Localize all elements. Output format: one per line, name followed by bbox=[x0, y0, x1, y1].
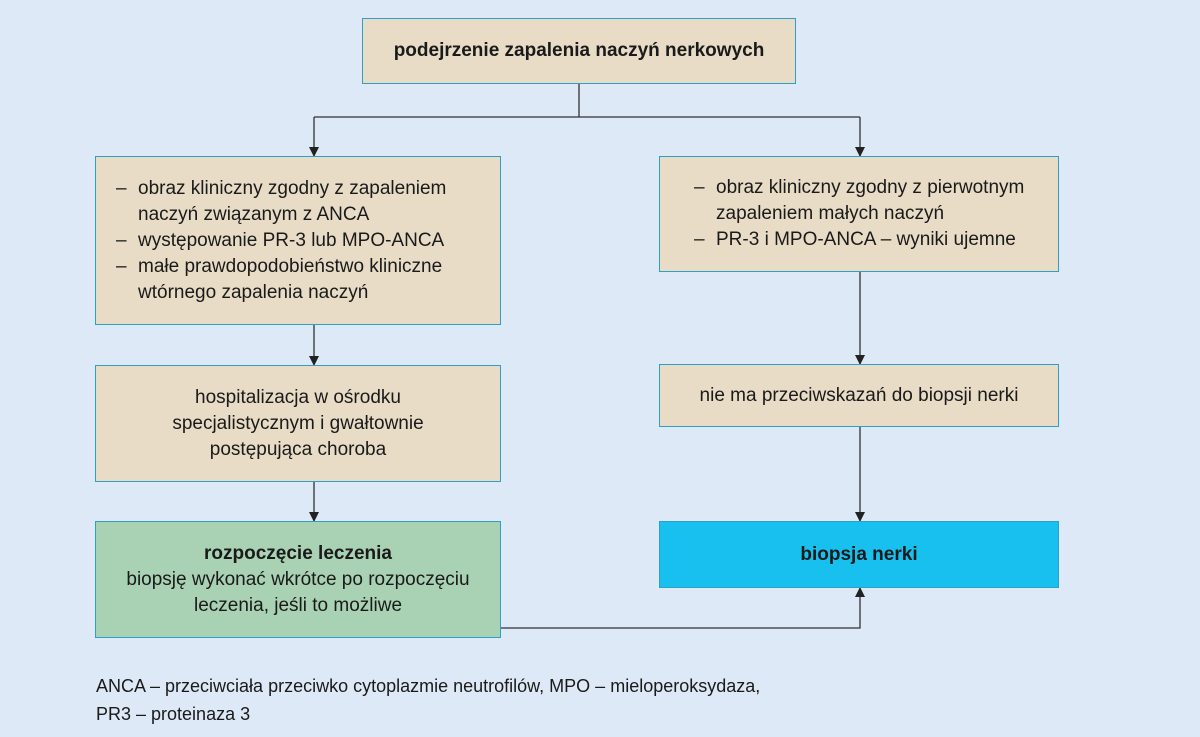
left-criterion-1: obraz kliniczny zgodny z zapaleniem nacz… bbox=[110, 176, 480, 228]
left-criterion-2: występowanie PR-3 lub MPO-ANCA bbox=[110, 228, 480, 254]
right-criterion-2: PR-3 i MPO-ANCA – wyniki ujemne bbox=[688, 227, 1028, 253]
edge-treatment-to-biopsy bbox=[501, 587, 865, 629]
node-left-criteria: obraz kliniczny zgodny z zapaleniem nacz… bbox=[95, 156, 501, 325]
node-suspicion-label: podejrzenie zapalenia naczyń nerkowych bbox=[393, 40, 765, 61]
node-hospitalization: hospitalizacja w ośrodku specjalistyczny… bbox=[95, 365, 501, 482]
node-suspicion: podejrzenie zapalenia naczyń nerkowych bbox=[362, 18, 796, 84]
node-hospitalization-label: hospitalizacja w ośrodku specjalistyczny… bbox=[172, 386, 424, 460]
node-start-treatment-title: rozpoczęcie leczenia bbox=[204, 542, 392, 564]
node-no-contraindications-label: nie ma przeciwskazań do biopsji nerki bbox=[699, 384, 1019, 406]
legend-line-2: PR3 – proteinaza 3 bbox=[96, 704, 251, 724]
node-start-treatment-text: biopsję wykonać wkrótce po rozpoczęciu l… bbox=[126, 568, 470, 616]
right-criteria-list: obraz kliniczny zgodny z pierwotnym zapa… bbox=[688, 175, 1028, 253]
left-criteria-list: obraz kliniczny zgodny z zapaleniem nacz… bbox=[110, 176, 480, 306]
node-biopsy-label: biopsja nerki bbox=[800, 543, 918, 565]
node-biopsy: biopsja nerki bbox=[659, 521, 1059, 588]
right-criterion-1: obraz kliniczny zgodny z pierwotnym zapa… bbox=[688, 175, 1028, 227]
node-start-treatment: rozpoczęcie leczenia biopsję wykonać wkr… bbox=[95, 521, 501, 638]
left-criterion-3: małe prawdopodobieństwo kliniczne wtórne… bbox=[110, 254, 480, 306]
legend: ANCA – przeciwciała przeciwko cytoplazmi… bbox=[96, 672, 760, 728]
node-right-criteria: obraz kliniczny zgodny z pierwotnym zapa… bbox=[659, 156, 1059, 272]
legend-line-1: ANCA – przeciwciała przeciwko cytoplazmi… bbox=[96, 676, 761, 696]
node-no-contraindications: nie ma przeciwskazań do biopsji nerki bbox=[659, 364, 1059, 427]
